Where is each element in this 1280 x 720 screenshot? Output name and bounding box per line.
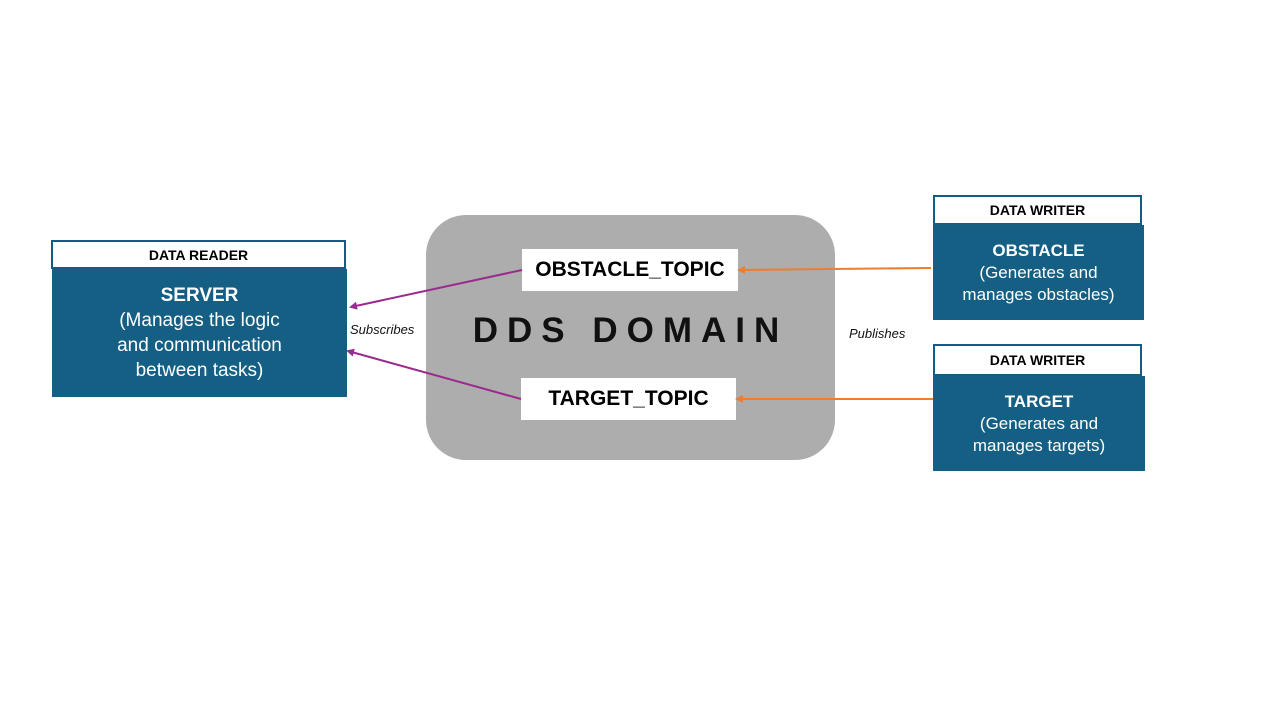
server-node: SERVER (Manages the logic and communicat… (52, 269, 347, 397)
obstacle-role-header: DATA WRITER (933, 195, 1142, 225)
obstacle-topic: OBSTACLE_TOPIC (522, 249, 738, 291)
obstacle-to-topic-arrow (737, 265, 932, 274)
obstacle-description: (Generates and manages obstacles) (962, 262, 1115, 304)
publishes-label: Publishes (849, 326, 906, 341)
target-topic: TARGET_TOPIC (521, 378, 736, 420)
obstacle-title: OBSTACLE (992, 240, 1085, 260)
server-description: (Manages the logic and communication bet… (117, 310, 282, 381)
obstacle-node: OBSTACLE (Generates and manages obstacle… (933, 225, 1144, 320)
target-node: TARGET (Generates and manages targets) (933, 376, 1145, 471)
obstacle-topic-to-server-arrow (349, 269, 523, 310)
dds-domain-title: DDS DOMAIN (472, 311, 789, 350)
target-topic-to-server-arrow (346, 348, 522, 400)
target-description: (Generates and manages targets) (972, 413, 1106, 455)
subscribes-label: Subscribes (350, 322, 415, 337)
server-role-header: DATA READER (51, 240, 346, 269)
target-title: TARGET (1004, 391, 1074, 411)
server-title: SERVER (160, 285, 239, 306)
target-role-header: DATA WRITER (933, 344, 1142, 376)
